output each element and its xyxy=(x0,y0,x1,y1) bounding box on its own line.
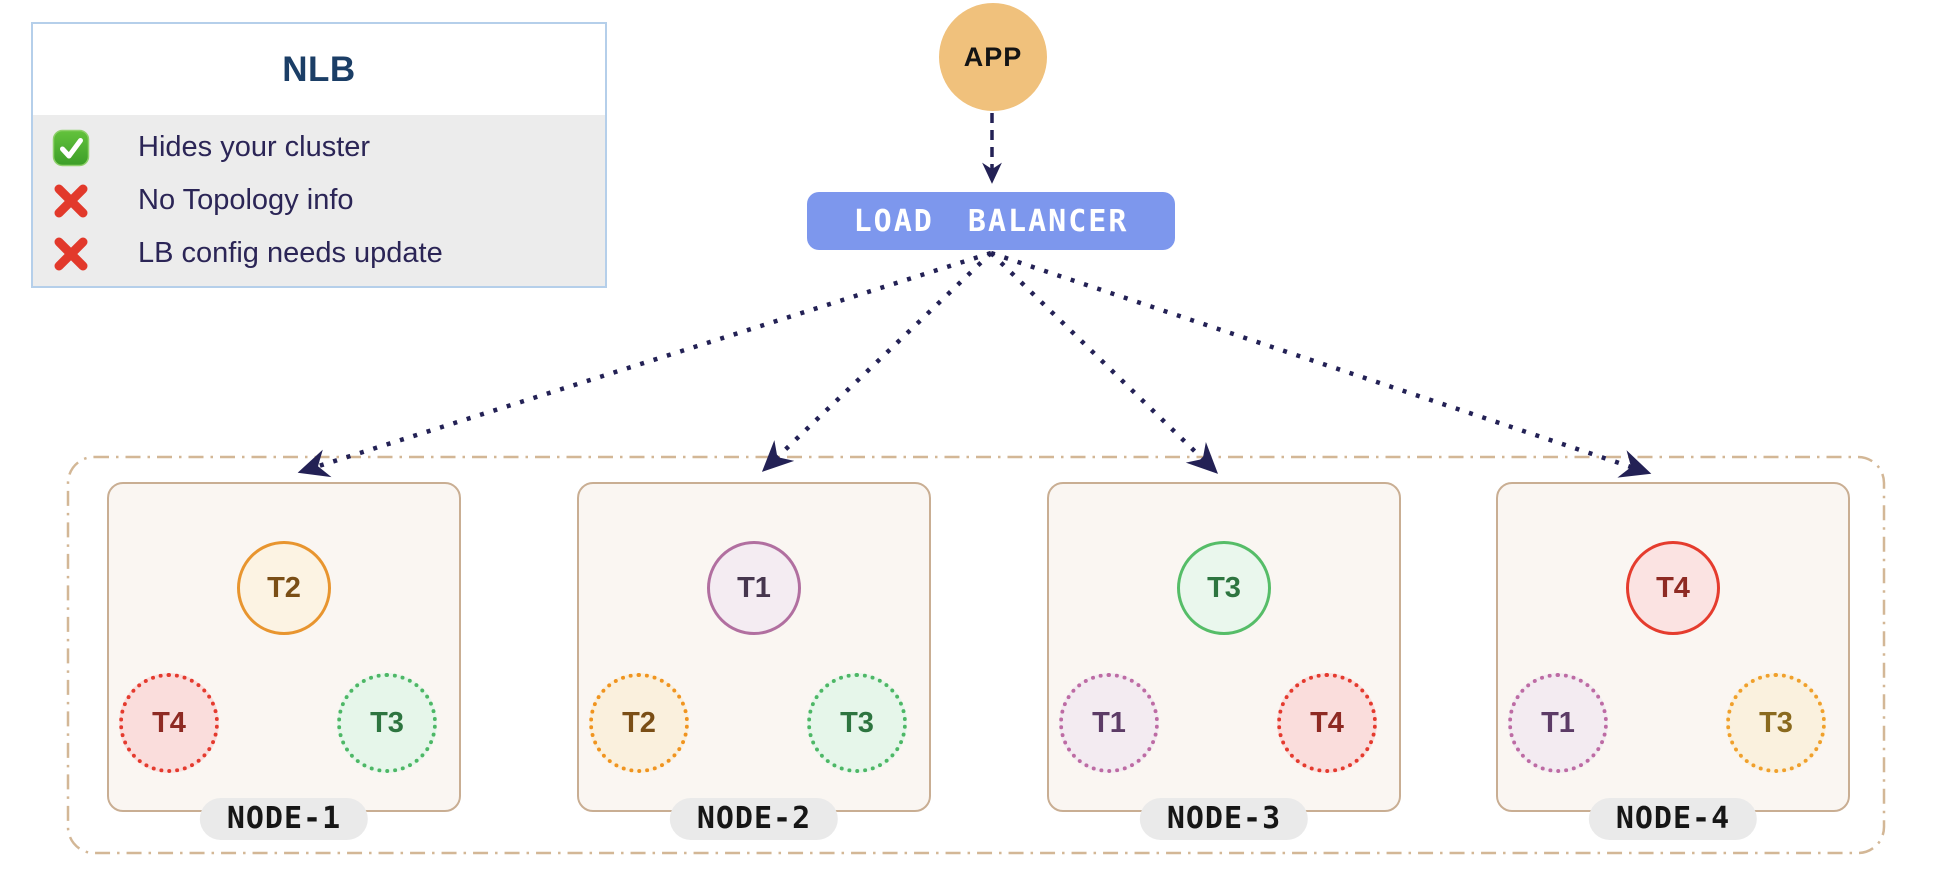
tablet-label: T2 xyxy=(622,706,656,739)
tablet-label: T3 xyxy=(1759,706,1793,739)
node-label-pill: NODE-3 xyxy=(1139,798,1309,840)
tablet-circle-replica: T1 xyxy=(1508,673,1608,773)
legend-body: Hides your cluster No Topology info LB c… xyxy=(33,115,605,286)
tablet-circle-primary: T1 xyxy=(707,541,801,635)
legend-item-text: No Topology info xyxy=(138,184,354,216)
cross-icon xyxy=(52,182,90,220)
nlb-legend-panel: NLB Hides your cluster No Topology inf xyxy=(31,22,607,288)
tablet-circle-replica: T3 xyxy=(1726,673,1826,773)
legend-item: LB config needs update xyxy=(33,227,605,280)
legend-item: Hides your cluster xyxy=(33,121,605,174)
tablet-label: T2 xyxy=(267,571,301,604)
tablet-circle-primary: T2 xyxy=(237,541,331,635)
lb-to-node3-arrow xyxy=(989,251,1219,474)
tablet-label: T4 xyxy=(1656,571,1690,604)
node-box: T4 T1 T3 NODE-4 xyxy=(1496,482,1850,840)
cross-icon xyxy=(52,235,90,273)
node-box: T2 T4 T3 NODE-1 xyxy=(107,482,461,840)
tablet-circle-primary: T3 xyxy=(1177,541,1271,635)
legend-item-text: LB config needs update xyxy=(138,237,443,269)
node-label-pill: NODE-2 xyxy=(669,798,839,840)
tablet-circle-replica: T3 xyxy=(337,673,437,773)
tablet-label: T1 xyxy=(1541,706,1575,739)
node-label-pill: NODE-4 xyxy=(1588,798,1758,840)
tablet-label: T1 xyxy=(1092,706,1126,739)
tablet-label: T3 xyxy=(840,706,874,739)
lb-to-node2-arrow xyxy=(761,251,993,472)
tablet-circle-replica: T3 xyxy=(807,673,907,773)
node-box: T1 T2 T3 NODE-2 xyxy=(577,482,931,840)
tablet-circle-replica: T4 xyxy=(1277,673,1377,773)
app-label: APP xyxy=(963,41,1023,72)
load-balancer-label: LOAD BALANCER xyxy=(853,203,1129,239)
check-icon xyxy=(52,129,90,167)
tablet-label: T4 xyxy=(1310,706,1344,739)
app-node: APP xyxy=(939,3,1047,111)
legend-title: NLB xyxy=(282,49,356,89)
node-box: T3 T1 T4 NODE-3 xyxy=(1047,482,1401,840)
legend-item-text: Hides your cluster xyxy=(138,131,371,163)
lb-to-node4-arrow xyxy=(990,250,1652,478)
legend-item: No Topology info xyxy=(33,174,605,227)
node-label-pill: NODE-1 xyxy=(199,798,369,840)
tablet-label: T3 xyxy=(1207,571,1241,604)
tablet-circle-replica: T1 xyxy=(1059,673,1159,773)
tablet-label: T4 xyxy=(152,706,186,739)
tablet-circle-primary: T4 xyxy=(1626,541,1720,635)
tablet-label: T1 xyxy=(737,571,771,604)
tablet-circle-replica: T2 xyxy=(589,673,689,773)
load-balancer: LOAD BALANCER xyxy=(807,192,1175,250)
tablet-label: T3 xyxy=(370,706,404,739)
tablet-circle-replica: T4 xyxy=(119,673,219,773)
